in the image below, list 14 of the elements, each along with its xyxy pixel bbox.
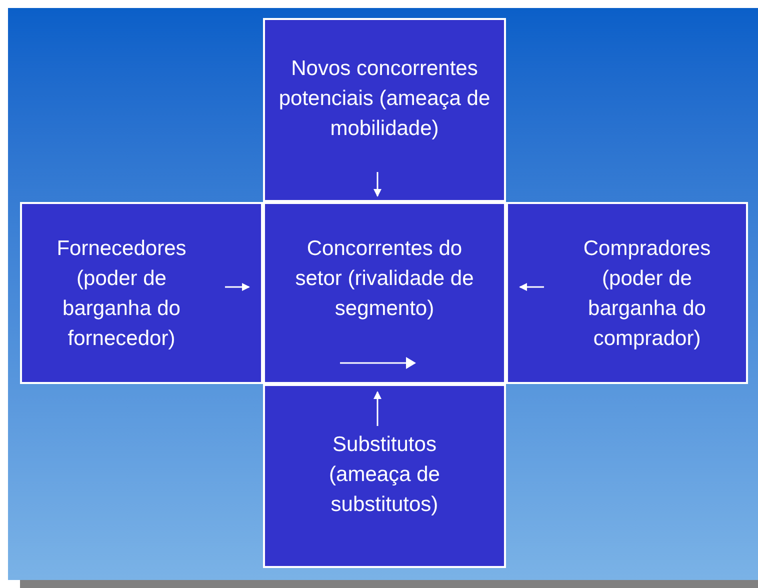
box-text: Fornecedores (poder de barganha do fornecedor) — [56, 236, 188, 352]
box-text: Concorrentes do setor (rivalidade de segmento) — [294, 236, 475, 322]
arrow — [374, 391, 382, 426]
force-box — [263, 384, 506, 568]
box-text: Substitutos (ameaça de substitutos) — [328, 432, 441, 518]
arrow — [519, 283, 544, 291]
force-box — [506, 202, 748, 384]
box-text: Compradores (poder de barganha do comprador) — [582, 236, 712, 352]
arrow — [374, 172, 382, 197]
arrow — [225, 283, 250, 291]
force-box — [263, 18, 506, 202]
force-box — [20, 202, 263, 384]
box-text: Novos concorrentes potenciais (ameaça de mobilidade) — [278, 56, 492, 142]
force-box — [263, 202, 506, 384]
